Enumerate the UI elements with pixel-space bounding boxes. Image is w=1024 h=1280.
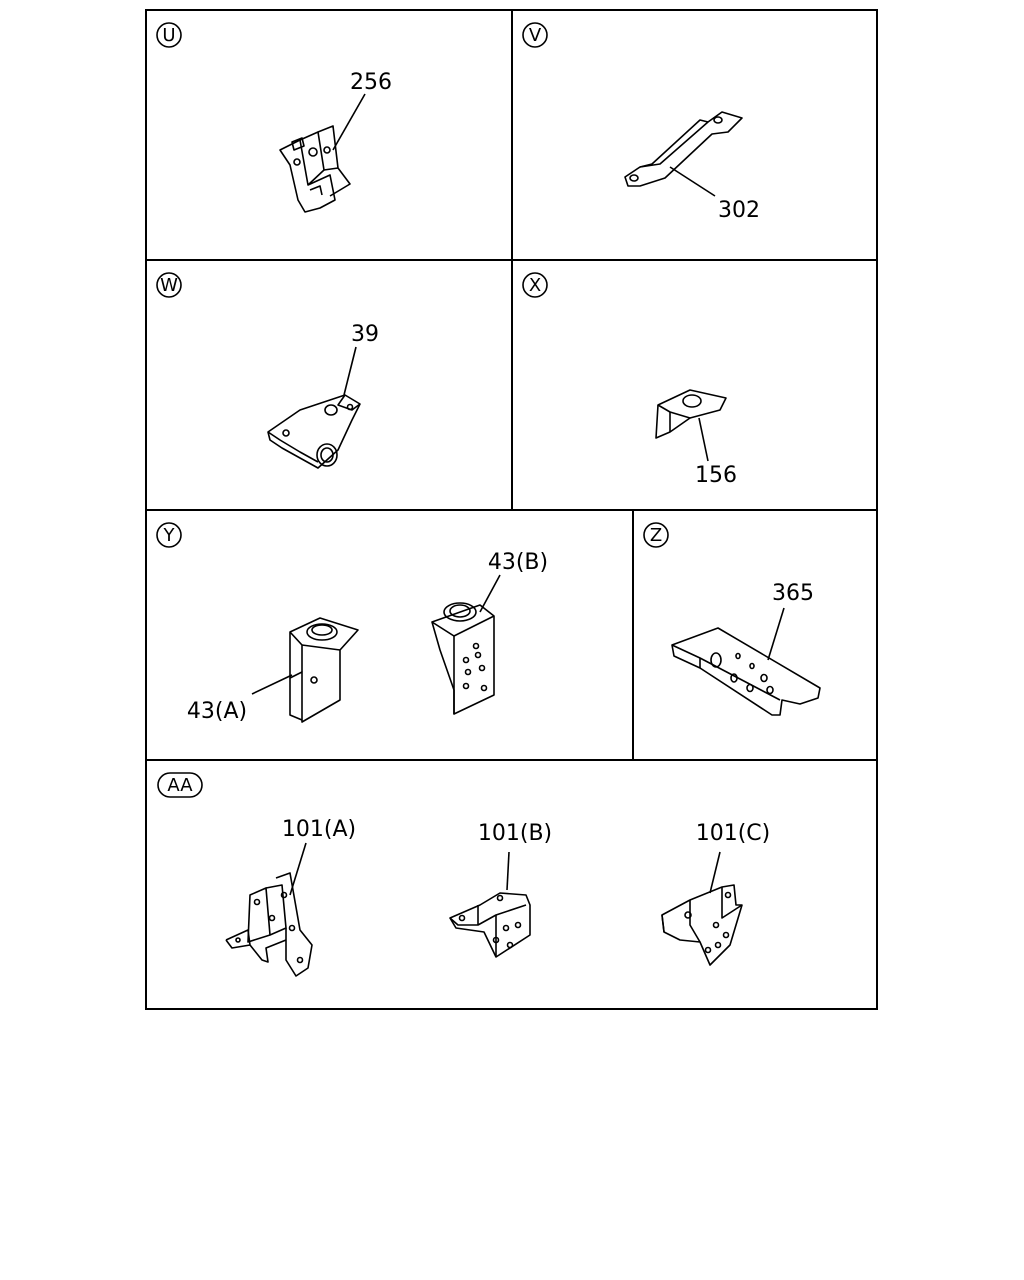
leader-line xyxy=(767,607,785,661)
panel-w: W 39 xyxy=(156,272,379,469)
part-number-302: 302 xyxy=(718,198,760,223)
leader-line xyxy=(506,851,510,891)
panel-v: V 302 xyxy=(522,22,760,223)
leader-line xyxy=(479,574,501,613)
part-number-101c: 101(C) xyxy=(696,821,771,846)
part-39-drawing xyxy=(267,394,361,469)
part-101b-drawing xyxy=(449,892,531,958)
panel-tag-x: X xyxy=(529,275,541,296)
leader-line xyxy=(698,417,709,462)
part-101a-drawing xyxy=(225,872,313,977)
leader-line xyxy=(332,93,366,151)
part-156-drawing xyxy=(655,389,727,439)
part-number-101a: 101(A) xyxy=(282,817,356,842)
panel-tag-w: W xyxy=(160,275,178,296)
panel-tag-z: Z xyxy=(650,525,662,546)
part-43b-drawing xyxy=(431,602,495,715)
part-number-156: 156 xyxy=(695,463,737,488)
panel-tag-aa: AA xyxy=(167,775,193,796)
panel-tag-v: V xyxy=(529,25,542,46)
leader-line xyxy=(709,851,721,894)
part-256-drawing xyxy=(279,125,351,213)
part-number-256: 256 xyxy=(350,70,392,95)
panel-x: X 156 xyxy=(522,272,737,488)
panel-tag-circle xyxy=(156,22,182,48)
panel-tag-circle xyxy=(643,522,669,548)
panel-y: Y 43(A) 43(B) xyxy=(156,522,548,724)
panel-tag-capsule xyxy=(157,772,203,798)
panel-tag-u: U xyxy=(162,25,175,46)
leader-line xyxy=(343,346,357,396)
part-number-39: 39 xyxy=(351,322,379,347)
part-number-43b: 43(B) xyxy=(488,550,548,575)
panel-aa: AA 101(A) 101(B) 101(C) xyxy=(157,772,771,977)
panel-z: Z 365 xyxy=(643,522,821,716)
leader-line xyxy=(251,674,293,695)
part-number-365: 365 xyxy=(772,581,814,606)
part-365-drawing xyxy=(671,627,821,716)
part-302-drawing xyxy=(624,111,743,187)
panel-tag-circle xyxy=(522,272,548,298)
part-43a-drawing xyxy=(289,617,359,723)
part-number-101b: 101(B) xyxy=(478,821,552,846)
panel-tag-circle xyxy=(156,522,182,548)
panel-tag-y: Y xyxy=(163,525,176,546)
panel-tag-circle xyxy=(156,272,182,298)
panel-u: U 256 xyxy=(156,22,392,213)
leader-line xyxy=(669,166,716,197)
part-number-43a: 43(A) xyxy=(187,699,247,724)
part-101c-drawing xyxy=(661,884,743,966)
panel-tag-circle xyxy=(522,22,548,48)
